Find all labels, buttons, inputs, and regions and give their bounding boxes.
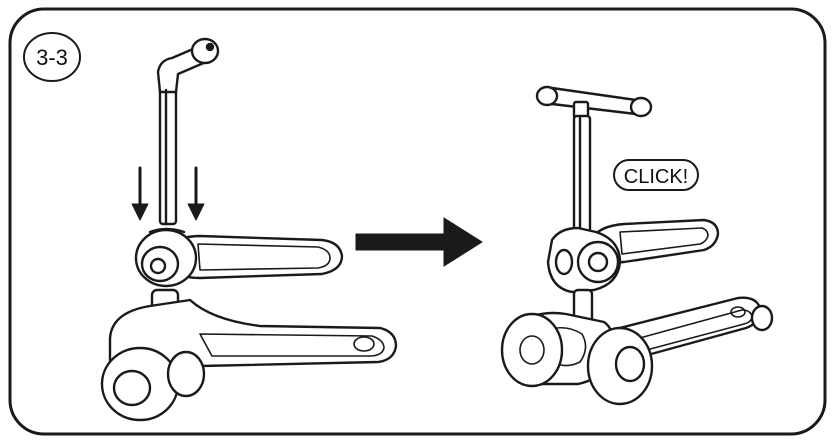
handlebar-stem-left xyxy=(156,37,220,226)
handlebar-right xyxy=(535,85,653,242)
scooter-after xyxy=(500,85,774,406)
step-badge: 3-3 xyxy=(23,32,81,82)
seat-hinge-left xyxy=(134,227,198,288)
step-number: 3-3 xyxy=(36,45,68,70)
front-wheel-right-2 xyxy=(586,326,654,406)
down-arrow-icon xyxy=(187,166,205,221)
down-arrow-icon xyxy=(131,166,149,221)
seat-hinge-right xyxy=(546,226,622,294)
right-arrow-icon xyxy=(355,217,483,267)
front-wheel-right xyxy=(500,312,564,388)
click-callout: CLICK! xyxy=(613,159,699,191)
front-wheel-left xyxy=(100,346,206,422)
rear-wheel-right xyxy=(750,304,774,332)
scooter-before xyxy=(100,37,398,422)
click-label: CLICK! xyxy=(624,166,688,188)
